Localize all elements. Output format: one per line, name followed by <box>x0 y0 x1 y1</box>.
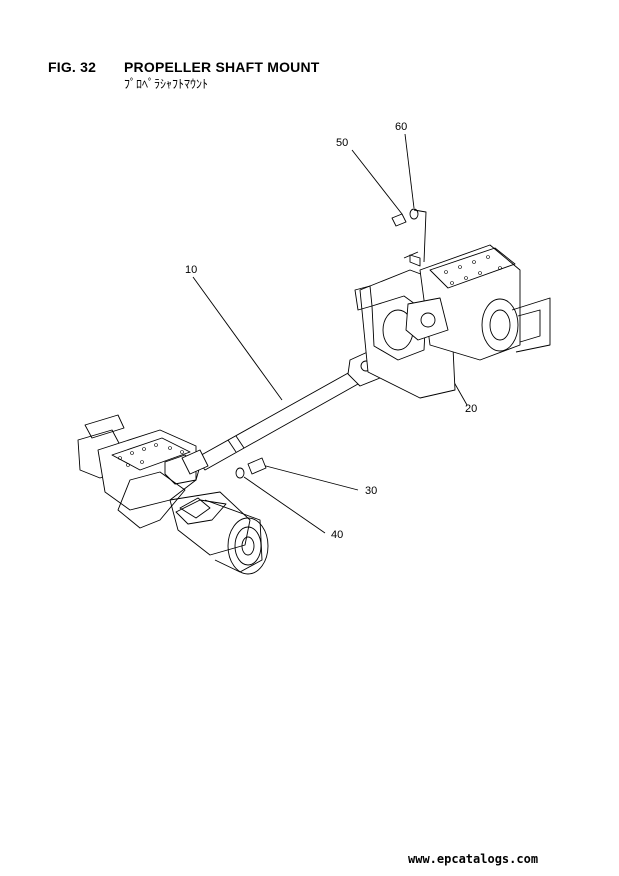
figure-number: FIG. 32 <box>48 59 97 75</box>
callout-10: 10 <box>185 264 198 276</box>
footer-url[interactable]: www.epcatalogs.com <box>408 852 539 866</box>
figure-title: PROPELLER SHAFT MOUNT <box>124 59 320 75</box>
figure-subtitle: ﾌﾟﾛﾍﾟﾗｼｬﾌﾄﾏｳﾝﾄ <box>124 77 209 91</box>
callout-20: 20 <box>465 403 478 415</box>
callout-40: 40 <box>331 529 344 541</box>
callout-60: 60 <box>395 121 408 133</box>
transfer-case-assembly <box>354 244 551 399</box>
rear-axle-assembly <box>77 414 269 575</box>
callout-30: 30 <box>365 485 378 497</box>
propeller-shaft <box>181 349 385 475</box>
callout-50: 50 <box>336 137 349 149</box>
fastener-parts <box>235 208 419 479</box>
